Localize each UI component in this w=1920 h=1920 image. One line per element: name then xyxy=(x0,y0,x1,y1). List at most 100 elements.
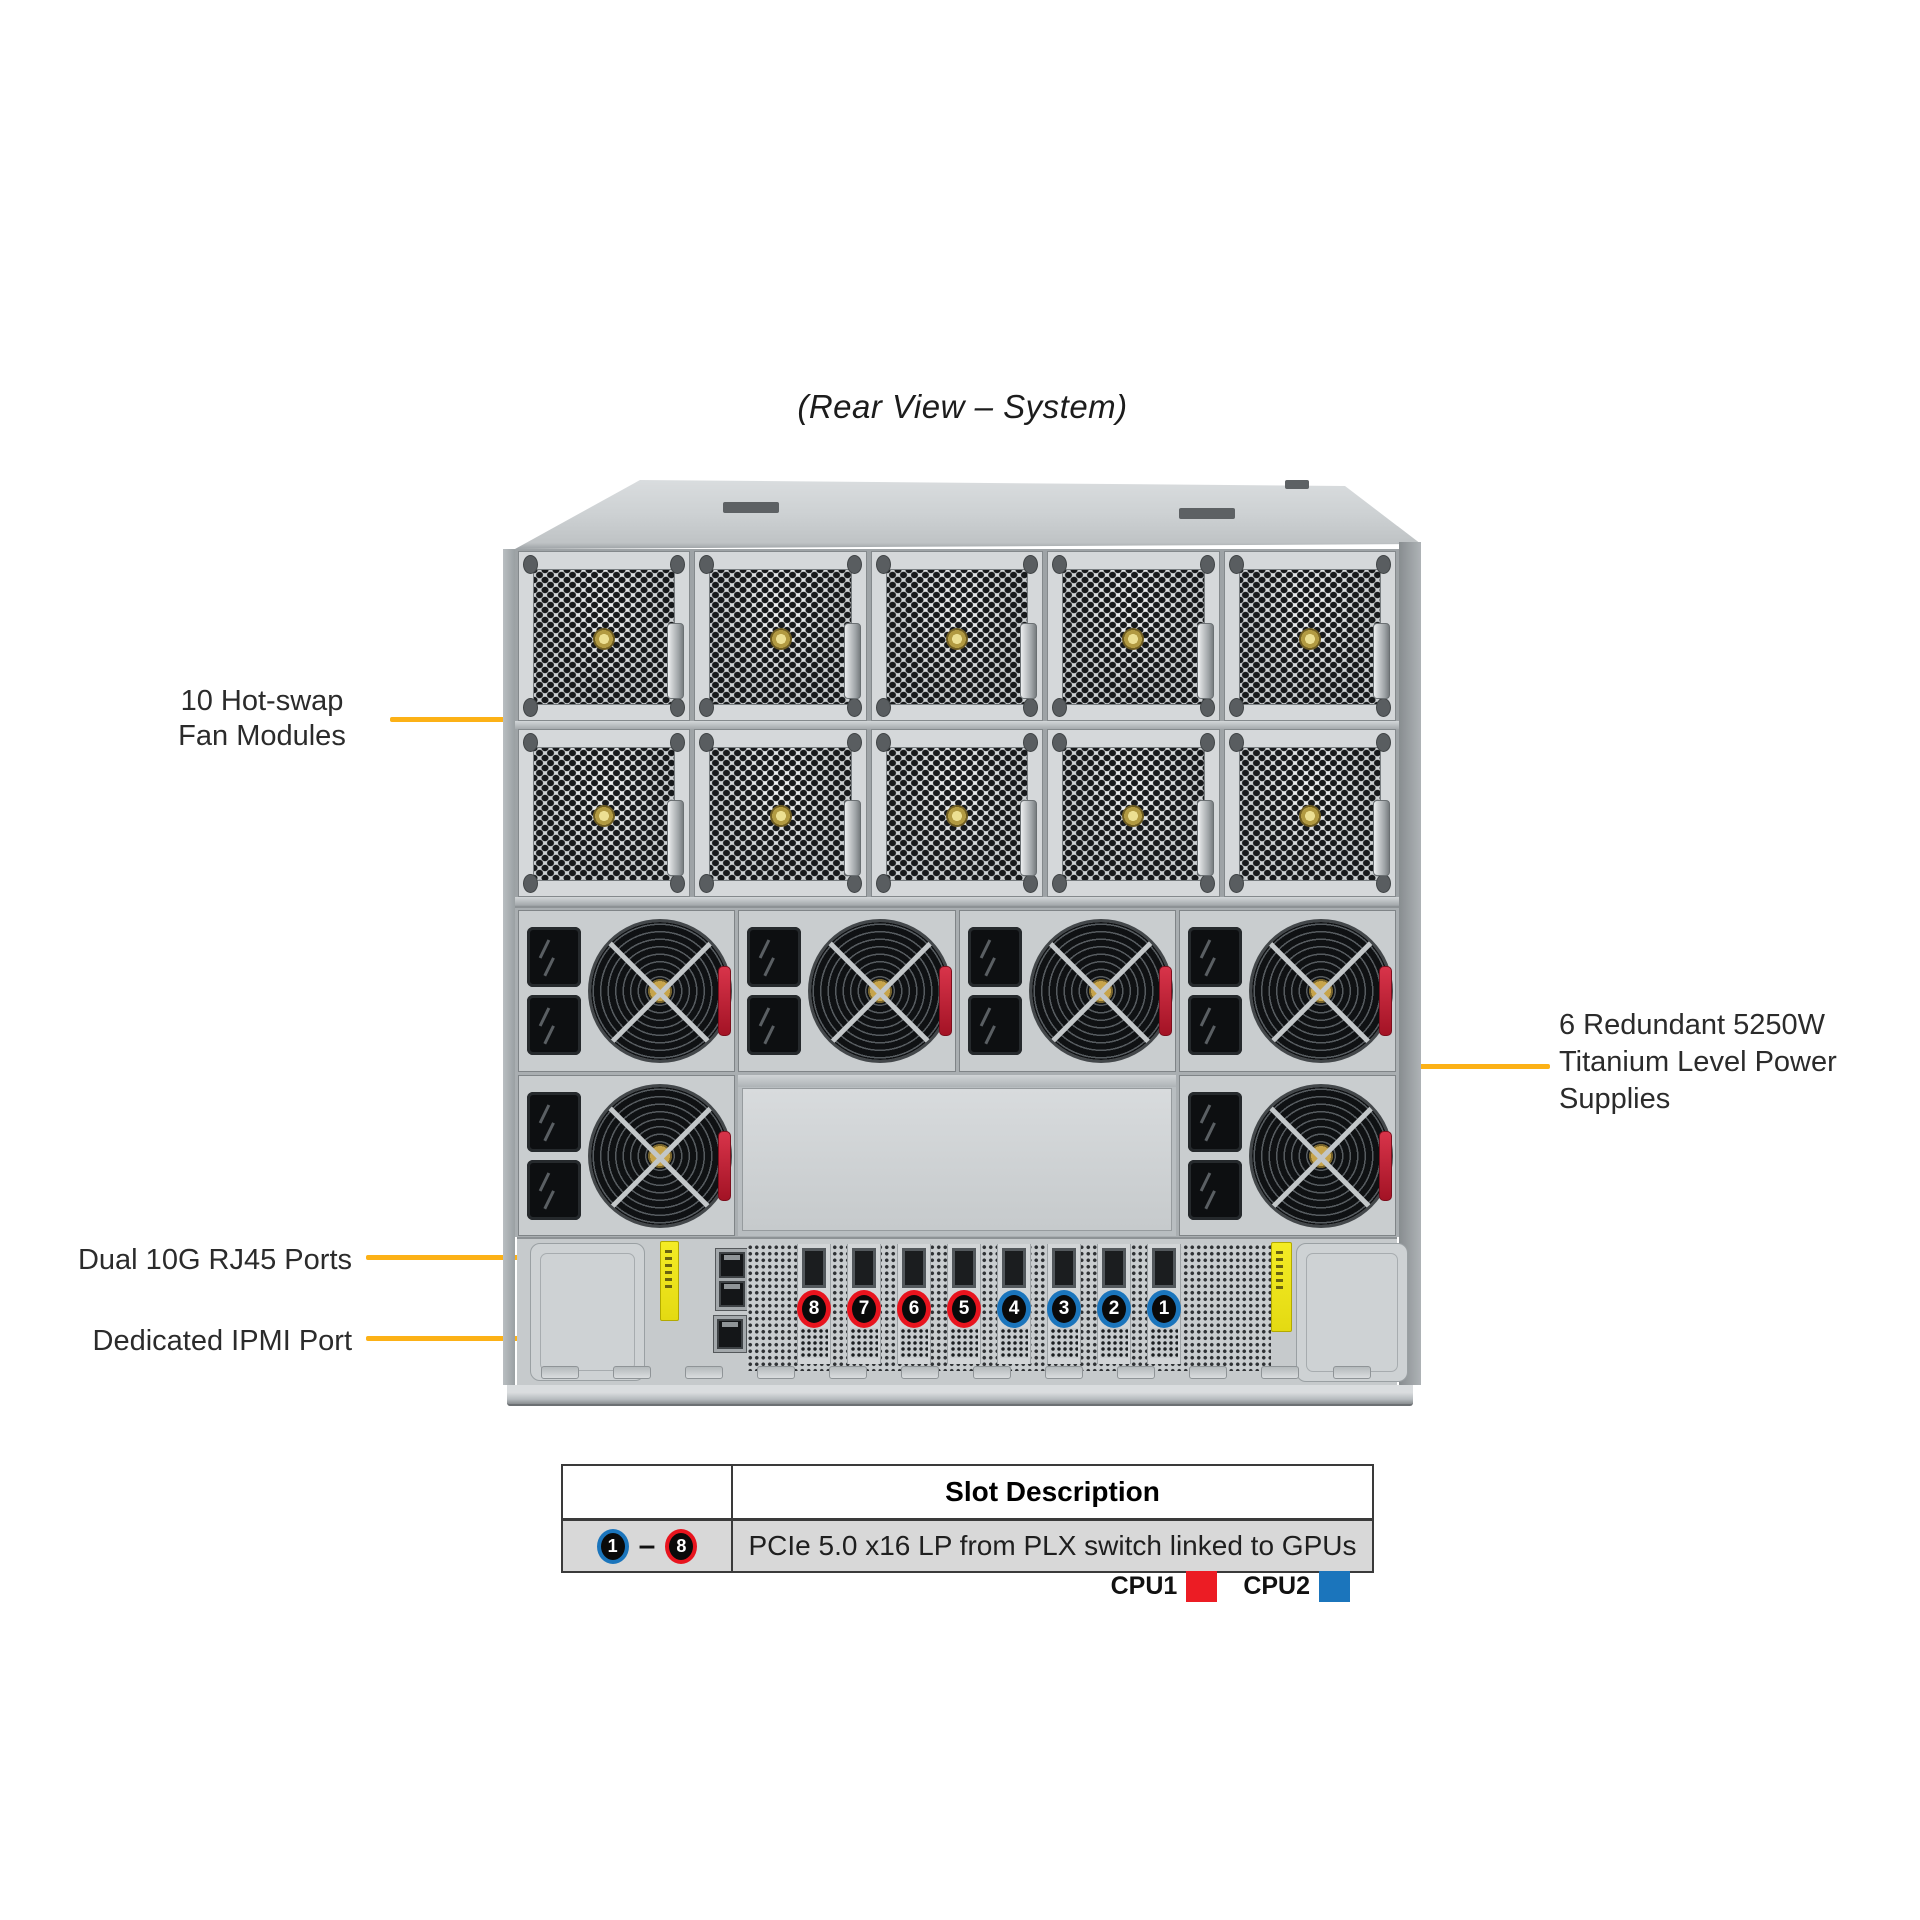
psu-power-inlets xyxy=(967,927,1022,1055)
psu-bay-blank-panel xyxy=(738,1075,1176,1236)
slot-description-text: PCIe 5.0 x16 LP from PLX switch linked t… xyxy=(748,1530,1357,1561)
callout-ipmi-port: Dedicated IPMI Port xyxy=(92,1325,353,1357)
fan-hub xyxy=(946,628,969,651)
io-blank-panel-left xyxy=(530,1243,645,1381)
table-header-empty-cell xyxy=(563,1466,731,1518)
io-blank-panel-right xyxy=(1296,1243,1408,1382)
slot-number-badge: 1 xyxy=(596,1528,629,1564)
slot-description-table: Slot Description 1 – 8 PCIe 5.0 x16 LP f… xyxy=(561,1464,1374,1573)
chassis-top-face xyxy=(515,480,1421,549)
fan-hub xyxy=(593,628,616,651)
fan-handle-icon xyxy=(843,799,861,876)
rj45-port-icon xyxy=(719,1252,745,1278)
psu-section xyxy=(515,906,1399,1237)
fan-module xyxy=(1223,551,1397,721)
fan-section xyxy=(515,549,1399,906)
slot-number-badge: 8 xyxy=(665,1528,698,1564)
fan-hub xyxy=(946,805,969,828)
psu-module xyxy=(1178,910,1396,1072)
fan-hub xyxy=(593,805,616,828)
fan-hub xyxy=(1298,805,1321,828)
pcie-slot-number-badge: 6 xyxy=(897,1290,931,1328)
screw-icon xyxy=(875,555,891,574)
power-inlet-icon xyxy=(967,995,1022,1055)
power-inlet-icon xyxy=(1188,1159,1242,1220)
dual-10g-rj45-ports xyxy=(715,1248,749,1311)
vent-tab xyxy=(973,1366,1011,1379)
pcie-slot-number-badge: 2 xyxy=(1097,1290,1131,1328)
screw-icon xyxy=(1023,698,1039,717)
fan-row-bottom xyxy=(515,729,1399,897)
screw-icon xyxy=(523,874,538,893)
screw-icon xyxy=(1376,555,1392,574)
table-header-row: Slot Description xyxy=(563,1466,1372,1518)
cpu1-color-swatch xyxy=(1186,1571,1218,1602)
fan-module xyxy=(518,551,691,721)
psu-module xyxy=(518,1075,735,1236)
vent-tab xyxy=(1189,1366,1227,1379)
cpu-legend: CPU1 CPU2 xyxy=(561,1571,1374,1602)
psu-fan xyxy=(1251,922,1390,1060)
psu-fan xyxy=(1252,1086,1390,1225)
screw-icon xyxy=(875,698,891,717)
leader-line-psu xyxy=(1400,1064,1550,1069)
screw-icon xyxy=(1023,555,1039,574)
power-inlet-icon xyxy=(1187,927,1242,987)
fan-hub xyxy=(1298,628,1321,651)
cpu2-color-swatch xyxy=(1319,1571,1350,1602)
screw-icon xyxy=(1228,698,1244,717)
fan-hub xyxy=(769,805,792,828)
power-inlet-icon xyxy=(747,927,802,987)
fan-row-rail xyxy=(515,721,1399,729)
psu-fan xyxy=(591,922,729,1060)
psu-row-top xyxy=(515,910,1399,1072)
psu-release-lever xyxy=(1379,1131,1392,1201)
fan-module xyxy=(870,551,1044,721)
slot-range-cell: 1 – 8 xyxy=(563,1521,731,1571)
fan-module xyxy=(870,729,1044,897)
fan-module xyxy=(518,729,691,897)
power-inlet-icon xyxy=(527,1159,581,1220)
vent-tab xyxy=(541,1366,579,1379)
screw-icon xyxy=(699,555,715,574)
fan-module xyxy=(1047,729,1220,897)
table-header-label: Slot Description xyxy=(945,1476,1160,1507)
screw-icon xyxy=(1199,874,1215,893)
fan-handle-icon xyxy=(1373,622,1391,699)
vent-tab xyxy=(685,1366,723,1379)
fan-row-top xyxy=(515,551,1399,721)
screw-icon xyxy=(523,555,538,574)
vent-tab xyxy=(829,1366,867,1379)
power-inlet-icon xyxy=(967,927,1022,987)
screw-icon xyxy=(670,698,686,717)
server-chassis-rear: 8 7 6 5 4 3 2 1 xyxy=(503,472,1422,1406)
screw-icon xyxy=(699,698,715,717)
screw-icon xyxy=(1023,874,1039,893)
pcie-connector-icon xyxy=(852,1248,876,1288)
pcie-pin-grid xyxy=(1000,1328,1028,1358)
psu-release-lever xyxy=(718,1131,731,1201)
psu-release-lever xyxy=(1158,966,1172,1036)
psu-module xyxy=(518,910,736,1072)
psu-fan xyxy=(591,1086,729,1225)
psu-power-inlets xyxy=(747,927,802,1055)
screw-icon xyxy=(1376,874,1392,893)
screw-icon xyxy=(1199,733,1215,752)
pcie-slot-number-badge: 5 xyxy=(947,1290,981,1328)
psu-power-inlets xyxy=(1187,927,1242,1055)
fan-handle-icon xyxy=(1020,799,1038,876)
screw-icon xyxy=(1376,733,1392,752)
psu-power-inlets xyxy=(527,1091,581,1220)
psu-release-lever xyxy=(1379,966,1392,1036)
psu-release-lever xyxy=(938,966,952,1036)
screw-icon xyxy=(846,733,862,752)
rj45-port-icon xyxy=(719,1281,745,1307)
power-inlet-icon xyxy=(1188,1091,1242,1152)
screw-icon xyxy=(1052,874,1068,893)
power-inlet-icon xyxy=(1187,995,1242,1055)
fan-module xyxy=(694,551,867,721)
chassis-right-side xyxy=(1399,542,1421,1385)
fan-module xyxy=(1047,551,1220,721)
psu-row-bottom xyxy=(515,1075,1399,1236)
fan-handle-icon xyxy=(843,622,861,699)
